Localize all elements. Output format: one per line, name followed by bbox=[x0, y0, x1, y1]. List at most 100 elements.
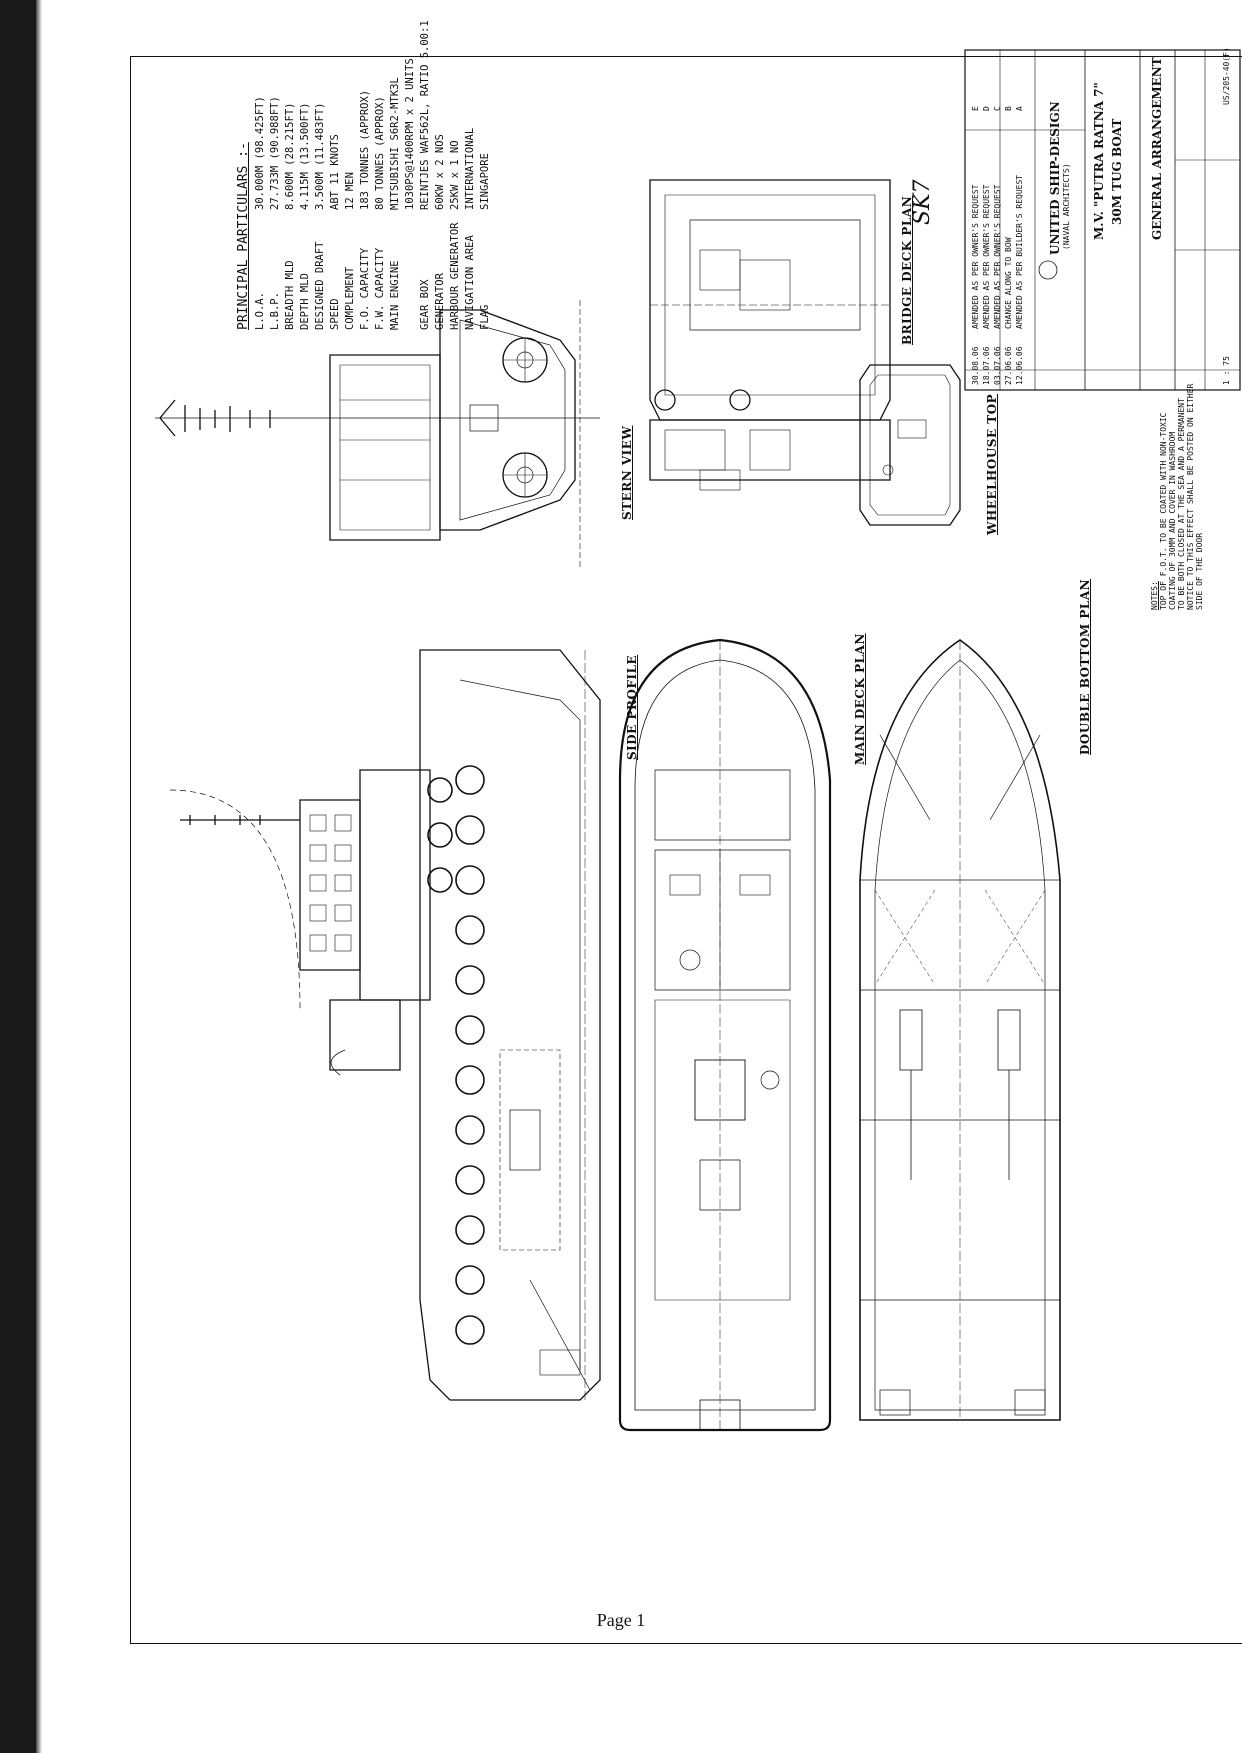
revision-rev: D bbox=[982, 106, 991, 111]
particulars-rows: L.O.A. 30.000M (98.425FT) L.B.P. 27.733M (9… bbox=[253, 20, 493, 330]
revision-date: 27.06.06 bbox=[1004, 346, 1013, 385]
drawing-title: GENERAL ARRANGEMENT bbox=[1150, 57, 1164, 240]
particulars-key: HARBOUR GENERATOR bbox=[449, 222, 461, 330]
particulars-value: REINTJES WAF562L, RATIO 5.00:1 bbox=[419, 20, 431, 210]
particulars-key: MAIN ENGINE bbox=[389, 260, 401, 330]
particulars-row: FLAG SINGAPORE bbox=[478, 20, 493, 330]
particulars-value: MITSUBISHI S6R2-MTK3L bbox=[389, 77, 401, 210]
revision-text: AMENDED AS PER OWNER'S REQUEST bbox=[982, 184, 991, 330]
particulars-key: L.O.A. bbox=[254, 292, 266, 330]
particulars-value: 60KW x 2 NOS bbox=[434, 134, 446, 210]
particulars-key: FLAG bbox=[479, 304, 491, 330]
revision-date: 18.07.06 bbox=[982, 346, 991, 385]
revision-row: 03.07.06 AMENDED AS PER OWNER'S REQUEST C bbox=[992, 55, 1003, 385]
designer-firm-subtitle: (NAVAL ARCHITECTS) bbox=[1062, 163, 1071, 250]
particulars-value: INTERNATIONAL bbox=[464, 127, 476, 210]
particulars-row: 1030PS@1400RPM x 2 UNITS bbox=[403, 20, 418, 330]
drawing-notes: NOTES: TOP OF F.O.T. TO BE COATED WITH N… bbox=[1150, 380, 1204, 610]
particulars-row: GEAR BOX REINTJES WAF562L, RATIO 5.00:1 bbox=[418, 20, 433, 330]
revision-row: 18.07.06 AMENDED AS PER OWNER'S REQUEST D bbox=[981, 55, 992, 385]
note-2: TO BE BOTH CLOSED AT THE SEA AND A PERMA… bbox=[1177, 383, 1204, 610]
particulars-key: F.O. CAPACITY bbox=[359, 247, 371, 330]
drawing-scale: 1 : 75 bbox=[1222, 356, 1231, 385]
particulars-row: HARBOUR GENERATOR 25KW x 1 NO bbox=[448, 20, 463, 330]
revision-text: AMENDED AS PER OWNER'S REQUEST bbox=[971, 184, 980, 330]
particulars-key bbox=[403, 210, 418, 330]
scan-edge-gradient bbox=[36, 0, 42, 1753]
particulars-value: 25KW x 1 NO bbox=[449, 140, 461, 210]
particulars-value: 27.733M (90.988FT) bbox=[269, 96, 281, 210]
particulars-heading: PRINCIPAL PARTICULARS :- bbox=[236, 142, 251, 330]
particulars-value: 30.000M (98.425FT) bbox=[254, 96, 266, 210]
particulars-row: DEPTH MLD 4.115M (13.500FT) bbox=[298, 20, 313, 330]
tank-top-plan-label: DOUBLE BOTTOM PLAN bbox=[1078, 578, 1092, 755]
drawing-sheet-border bbox=[130, 56, 1242, 1644]
particulars-row: BREADTH MLD 8.600M (28.215FT) bbox=[283, 20, 298, 330]
particulars-row: F.W. CAPACITY 80 TONNES (APPROX) bbox=[373, 20, 388, 330]
revision-row: 12.06.06 AMENDED AS PER BUILDER'S REQUEST… bbox=[1014, 55, 1025, 385]
revision-text: AMENDED AS PER OWNER'S REQUEST bbox=[993, 184, 1002, 330]
scan-dark-edge bbox=[0, 0, 36, 1753]
side-profile-label: SIDE PROFILE bbox=[625, 654, 639, 760]
particulars-value: 8.600M (28.215FT) bbox=[284, 102, 296, 210]
note-1: TOP OF F.O.T. TO BE COATED WITH NON-TOXI… bbox=[1159, 412, 1177, 610]
particulars-value: 4.115M (13.500FT) bbox=[299, 102, 311, 210]
particulars-row: L.O.A. 30.000M (98.425FT) bbox=[253, 20, 268, 330]
revision-text: AMENDED AS PER BUILDER'S REQUEST bbox=[1015, 174, 1024, 329]
bridge-deck-plan-label: BRIDGE DECK PLAN bbox=[900, 195, 914, 345]
stern-view-drawing bbox=[155, 300, 600, 570]
notes-heading: NOTES: bbox=[1150, 581, 1159, 610]
revision-date: 03.07.06 bbox=[993, 346, 1002, 385]
title-block-frame bbox=[964, 49, 1241, 391]
particulars-row: COMPLEMENT 12 MEN bbox=[343, 20, 358, 330]
particulars-key: NAVIGATION AREA bbox=[464, 235, 476, 330]
revision-row: 27.06.06 CHANGE ALONG TO BOW B bbox=[1003, 55, 1014, 385]
particulars-row: SPEED ABT 11 KNOTS bbox=[328, 20, 343, 330]
particulars-key: GEAR BOX bbox=[419, 279, 431, 330]
particulars-key: SPEED bbox=[329, 298, 341, 330]
particulars-value: 80 TONNES (APPROX) bbox=[374, 96, 386, 210]
particulars-value: SINGAPORE bbox=[479, 153, 491, 210]
particulars-value: 12 MEN bbox=[344, 172, 356, 210]
revision-date: 30.08.06 bbox=[971, 346, 980, 385]
particulars-row: NAVIGATION AREA INTERNATIONAL bbox=[463, 20, 478, 330]
page-number: Page 1 bbox=[596, 1610, 646, 1630]
particulars-row: L.B.P. 27.733M (90.988FT) bbox=[268, 20, 283, 330]
particulars-key: DESIGNED DRAFT bbox=[314, 241, 326, 330]
side-profile-drawing bbox=[169, 649, 601, 1401]
vessel-type: 30M TUG BOAT bbox=[1110, 118, 1124, 225]
double-bottom-plan-drawing bbox=[859, 639, 1061, 1421]
revision-rev: E bbox=[971, 106, 980, 111]
revision-date: 12.06.06 bbox=[1015, 346, 1024, 385]
designer-firm: UNITED SHIP-DESIGN bbox=[1048, 101, 1062, 255]
particulars-row: MAIN ENGINE MITSUBISHI S6R2-MTK3L bbox=[388, 20, 403, 330]
revision-row: 30.08.06 AMENDED AS PER OWNER'S REQUEST E bbox=[970, 55, 981, 385]
vessel-name: M.V. "PUTRA RATNA 7" bbox=[1092, 82, 1106, 240]
main-deck-plan-drawing bbox=[618, 638, 832, 1432]
bridge-deck-plan-drawing bbox=[649, 179, 891, 491]
particulars-row: DESIGNED DRAFT 3.500M (11.483FT) bbox=[313, 20, 328, 330]
particulars-key: DEPTH MLD bbox=[299, 273, 311, 330]
revision-rev: B bbox=[1004, 106, 1013, 111]
particulars-value: 183 TONNES (APPROX) bbox=[359, 89, 371, 210]
wheelhouse-top-drawing bbox=[859, 364, 961, 526]
principal-particulars: PRINCIPAL PARTICULARS :- L.O.A. 30.000M (… bbox=[236, 20, 493, 330]
drawing-number: US/205-40(F) bbox=[1222, 47, 1231, 105]
particulars-key: COMPLEMENT bbox=[344, 266, 356, 330]
particulars-row: F.O. CAPACITY 183 TONNES (APPROX) bbox=[358, 20, 373, 330]
revision-rev: C bbox=[993, 106, 1002, 111]
particulars-value: 1030PS@1400RPM x 2 UNITS bbox=[404, 58, 416, 210]
particulars-key: GENERATOR bbox=[434, 273, 446, 330]
particulars-key: F.W. CAPACITY bbox=[374, 247, 386, 330]
particulars-key: BREADTH MLD bbox=[284, 260, 296, 330]
stern-view-label: STERN VIEW bbox=[620, 425, 634, 520]
particulars-value: ABT 11 KNOTS bbox=[329, 134, 341, 210]
particulars-value: 3.500M (11.483FT) bbox=[314, 102, 326, 210]
revision-text: CHANGE ALONG TO BOW bbox=[1004, 237, 1013, 329]
particulars-row: GENERATOR 60KW x 2 NOS bbox=[433, 20, 448, 330]
wheelhouse-top-label: WHEELHOUSE TOP bbox=[985, 393, 999, 535]
particulars-key: L.B.P. bbox=[269, 292, 281, 330]
